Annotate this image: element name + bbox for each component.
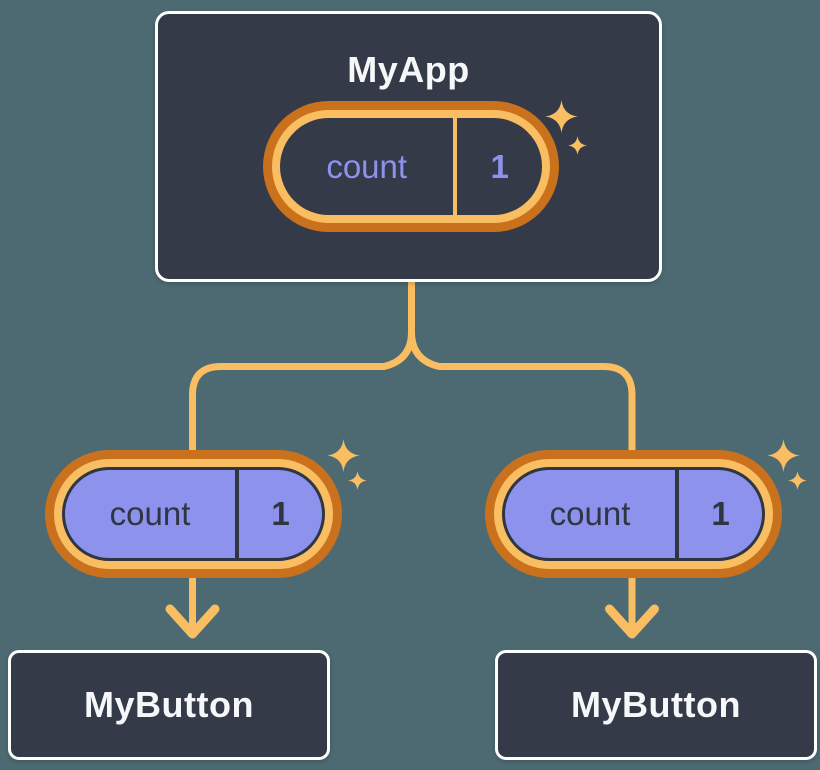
child-component-title: MyButton (84, 684, 254, 725)
pill-ring: count 1 (54, 459, 333, 569)
connector-right-branch (408, 278, 636, 630)
left-child-component-card: MyButton (8, 650, 330, 760)
state-value-label: 1 (490, 147, 509, 185)
prop-name-label: count (549, 495, 631, 532)
pill-divider (235, 470, 240, 558)
prop-value-label: 1 (271, 495, 290, 532)
pill-core: count 1 (280, 118, 542, 215)
root-state-pill: count 1 (263, 101, 559, 232)
child-component-title: MyButton (571, 684, 741, 725)
pill-core: count 1 (502, 467, 765, 561)
root-component-title: MyApp (347, 49, 470, 90)
pill-ring: count 1 (494, 459, 773, 569)
pill-core: count 1 (62, 467, 325, 561)
pill-ring: count 1 (272, 110, 550, 223)
state-name-label: count (326, 147, 408, 185)
arrow-down-icon (605, 604, 659, 639)
prop-name-label: count (109, 495, 191, 532)
prop-value-label: 1 (711, 495, 730, 532)
left-prop-pill: count 1 (45, 450, 342, 578)
pill-divider (453, 118, 458, 215)
pill-divider (675, 470, 680, 558)
arrow-down-icon (165, 604, 220, 639)
right-child-component-card: MyButton (495, 650, 817, 760)
right-prop-pill: count 1 (485, 450, 782, 578)
